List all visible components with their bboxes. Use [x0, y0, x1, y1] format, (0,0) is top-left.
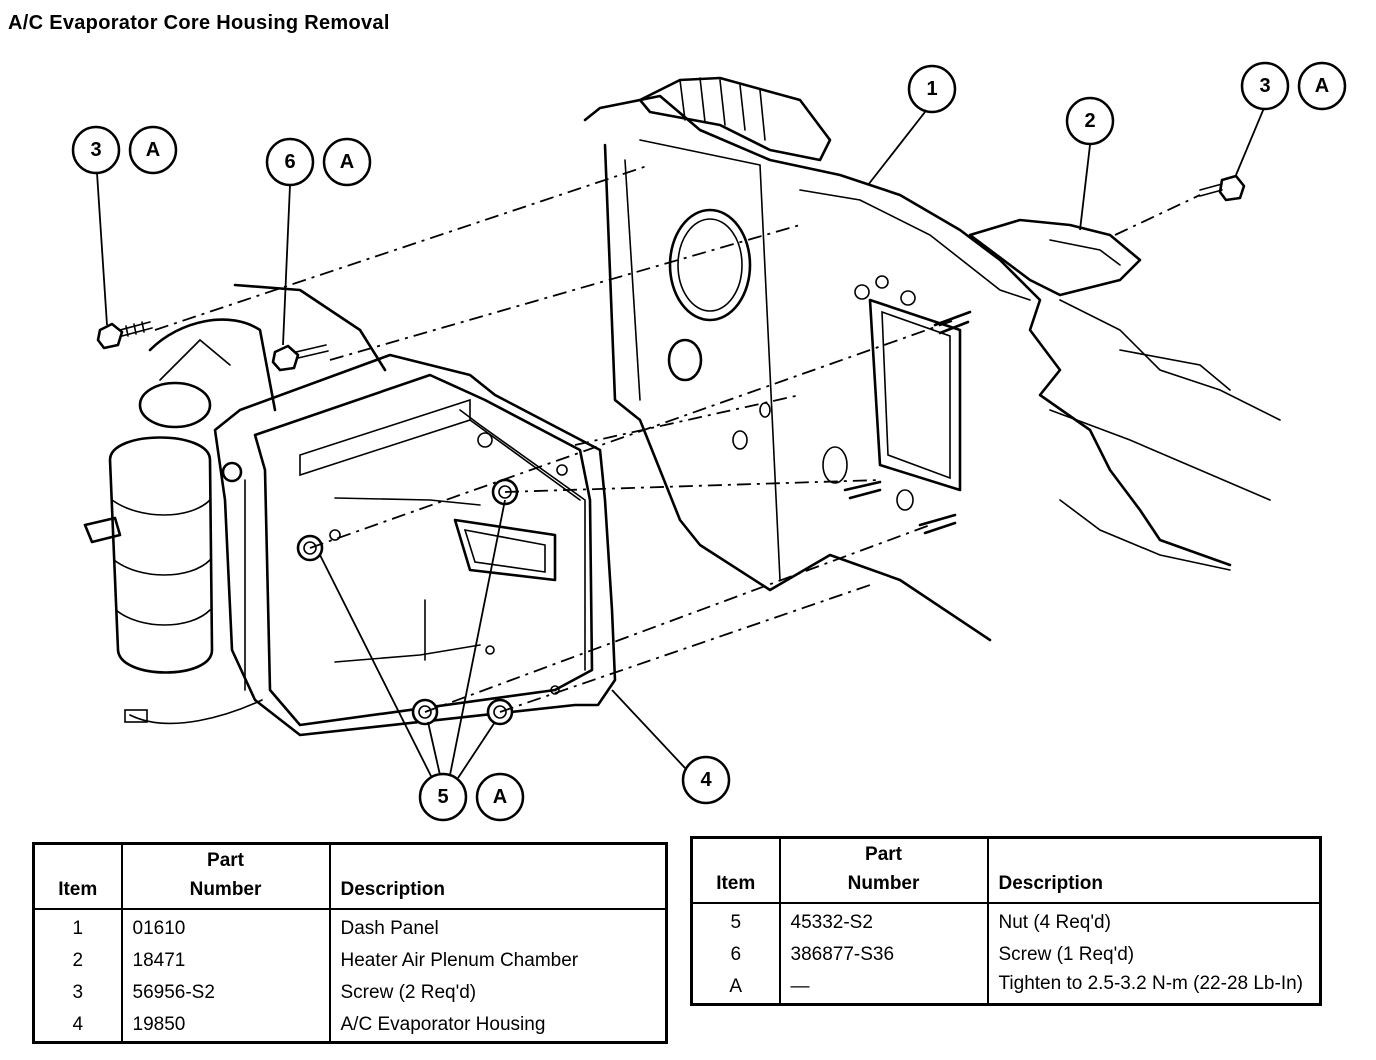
callout-1: 1 [907, 64, 957, 114]
svg-text:3: 3 [90, 139, 101, 161]
table-row: 1 01610 Dash Panel [32, 909, 668, 945]
table-row: 6 386877-S36 Screw (1 Req'd) [690, 939, 1322, 971]
table-row: A — Tighten to 2.5-3.2 N-m (22-28 Lb-In) [690, 971, 1322, 1005]
screw-6 [271, 344, 329, 372]
table-row: 5 45332-S2 Nut (4 Req'd) [690, 903, 1322, 939]
callout-2: 2 [1065, 96, 1115, 146]
svg-text:A: A [493, 786, 507, 808]
screw-right [1199, 174, 1246, 202]
alignment-lines [154, 164, 1201, 713]
dash-panel [583, 76, 1281, 642]
blower-assembly [83, 283, 387, 725]
callout-a-right: A [1297, 61, 1347, 111]
svg-text:1: 1 [926, 78, 937, 100]
svg-text:6: 6 [284, 151, 295, 173]
table-row: 2 18471 Heater Air Plenum Chamber [32, 945, 668, 977]
header-description: Description [328, 843, 668, 910]
svg-text:3: 3 [1259, 75, 1270, 97]
callout-3-right: 3 [1240, 61, 1290, 111]
evaporator-housing [213, 353, 617, 737]
callout-3-left: 3 [71, 125, 121, 175]
svg-text:A: A [340, 151, 354, 173]
callout-6: 6 [265, 137, 315, 187]
svg-text:5: 5 [437, 786, 448, 808]
callout-4: 4 [681, 755, 731, 805]
svg-text:2: 2 [1084, 110, 1095, 132]
header-description: Description [986, 837, 1322, 904]
header-item: Item [32, 843, 123, 910]
leader-lines [96, 107, 1265, 779]
header-item: Item [690, 837, 781, 904]
callout-a-5: A [475, 772, 525, 822]
diagram-title: A/C Evaporator Core Housing Removal [8, 12, 390, 34]
callout-a-left: A [128, 125, 178, 175]
callout-a-6: A [322, 137, 372, 187]
exploded-view-diagram: 1 2 3 A 6 A 3 A 4 5 A [71, 61, 1347, 822]
svg-text:A: A [146, 139, 160, 161]
svg-text:4: 4 [700, 769, 712, 791]
callout-5: 5 [418, 772, 468, 822]
table-row: 4 19850 A/C Evaporator Housing [32, 1009, 668, 1043]
table-row: 3 56956-S2 Screw (2 Req'd) [32, 977, 668, 1009]
screw-left [96, 321, 153, 350]
svg-text:A: A [1315, 75, 1329, 97]
